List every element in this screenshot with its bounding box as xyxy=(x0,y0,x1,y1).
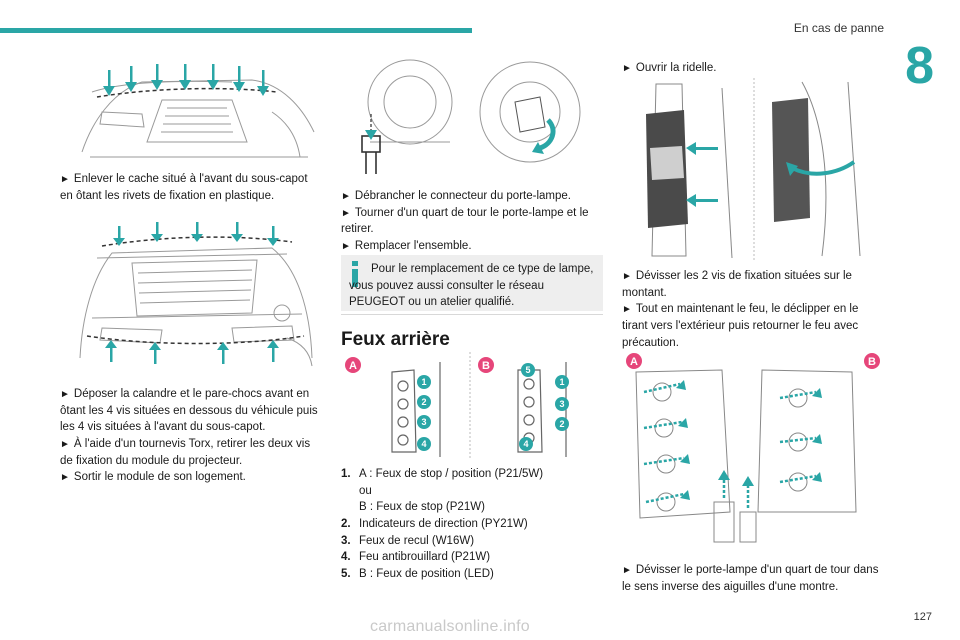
col3-step-open: ►Ouvrir la ridelle. xyxy=(622,62,717,74)
triangle-right-icon: ► xyxy=(60,174,70,185)
callout-1a: 1 xyxy=(421,377,426,387)
triangle-right-icon: ► xyxy=(341,191,351,202)
list-item: 2. Indicateurs de direction (PY21W) xyxy=(341,518,528,531)
triangle-right-icon: ► xyxy=(622,304,632,316)
info-box: Pour le remplacement de ce type de lampe… xyxy=(341,255,603,311)
triangle-right-icon: ► xyxy=(341,207,351,219)
callout-3a: 3 xyxy=(421,417,426,427)
triangle-right-icon: ► xyxy=(622,565,632,576)
figure-lamp-holders-ab: A B xyxy=(622,352,884,556)
col2-steps-connector: ►Débrancher le connecteur du porte-lampe… xyxy=(341,190,589,253)
figure-rear-lights-ab: A B 1 2 3 4 5 1 3 2 4 xyxy=(340,352,604,462)
callout-1b: 1 xyxy=(559,377,564,387)
callout-3b: 3 xyxy=(559,399,564,409)
triangle-right-icon: ► xyxy=(622,271,632,282)
callout-2b: 2 xyxy=(559,419,564,429)
triangle-right-icon: ► xyxy=(60,389,70,400)
list-item: 5. B : Feux de position (LED) xyxy=(341,568,494,581)
triangle-right-icon: ► xyxy=(341,241,351,253)
figure-tailgate-screws xyxy=(622,78,884,262)
label-a: A xyxy=(630,356,638,368)
list-item: 3. Feux de recul (W16W) xyxy=(341,534,475,547)
col3-steps-unscrew: ►Dévisser les 2 vis de fixation situées … xyxy=(622,270,859,349)
list-item: 1. A : Feux de stop / position (P21/5W)o… xyxy=(341,468,544,514)
page-number: 127 xyxy=(913,611,932,624)
section-divider xyxy=(341,314,603,315)
section-title: Feux arrière xyxy=(341,329,450,350)
callout-2a: 2 xyxy=(421,397,426,407)
watermark: carmanualsonline.info xyxy=(370,617,530,635)
triangle-right-icon: ► xyxy=(622,63,632,74)
label-b: B xyxy=(868,356,876,368)
triangle-right-icon: ► xyxy=(60,439,70,451)
bulb-list: 1. A : Feux de stop / position (P21/5W)o… xyxy=(341,466,603,583)
callout-4a: 4 xyxy=(421,439,426,449)
info-icon xyxy=(352,261,358,287)
col1-step-remove-cover: ►Enlever le cache situé à l'avant du sou… xyxy=(60,173,308,202)
chapter-number: 8 xyxy=(905,37,934,95)
label-a: A xyxy=(349,360,357,372)
figure-lamp-holder xyxy=(340,52,604,177)
label-b: B xyxy=(482,360,490,372)
header-accent-bar xyxy=(0,28,472,33)
callout-4b: 4 xyxy=(523,439,528,449)
col1-steps-bumper: ►Déposer la calandre et le pare-chocs av… xyxy=(60,388,318,484)
col3-step-lamp-holder: ►Dévisser le porte-lampe d'un quart de t… xyxy=(622,564,879,593)
header-title: En cas de panne xyxy=(793,21,884,35)
figure-grille-bumper xyxy=(72,218,320,368)
info-text: Pour le remplacement de ce type de lampe… xyxy=(349,263,594,309)
callout-5b: 5 xyxy=(525,365,530,375)
figure-hood-cover xyxy=(72,52,320,162)
triangle-right-icon: ► xyxy=(60,472,70,484)
list-item: 4. Feu antibrouillard (P21W) xyxy=(341,551,491,564)
